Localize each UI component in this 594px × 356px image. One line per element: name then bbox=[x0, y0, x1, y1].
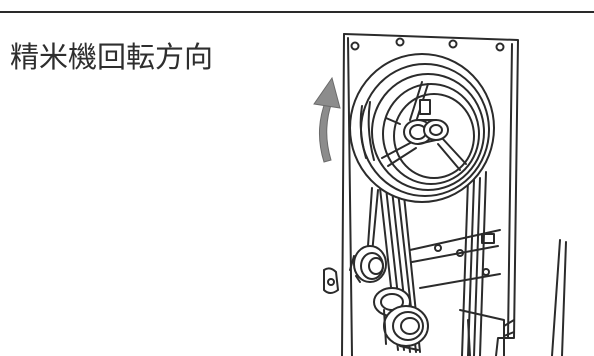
motor-pulley bbox=[373, 287, 429, 351]
rotation-arrow-icon bbox=[313, 76, 341, 163]
idler-pulley bbox=[323, 245, 387, 294]
main-pulley bbox=[349, 53, 495, 203]
header-rule bbox=[0, 11, 594, 13]
side-rod bbox=[551, 239, 567, 356]
section-heading: 精米機回転方向 bbox=[10, 40, 214, 74]
machine-illustration bbox=[300, 20, 594, 356]
frame-plate bbox=[341, 33, 519, 356]
